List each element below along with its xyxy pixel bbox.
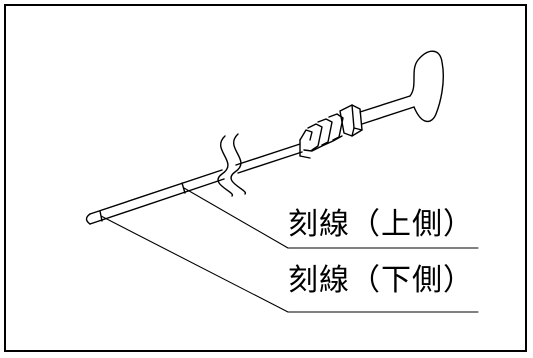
rod-lower-segment [85,169,225,225]
callout-leader-upper [183,187,479,249]
rod-upper-segment [235,143,303,174]
handle-shaft [359,95,415,125]
callout-label-upper-mark: 刻線（上側） [288,207,474,242]
callout-label-lower-mark: 刻線（下側） [288,263,474,298]
callout-leader-lower [100,215,479,313]
threaded-collar [299,113,344,159]
handle-grip [409,50,445,123]
figure-frame [4,4,527,352]
rod-break-symbol [217,133,246,197]
hex-nut [339,104,363,137]
